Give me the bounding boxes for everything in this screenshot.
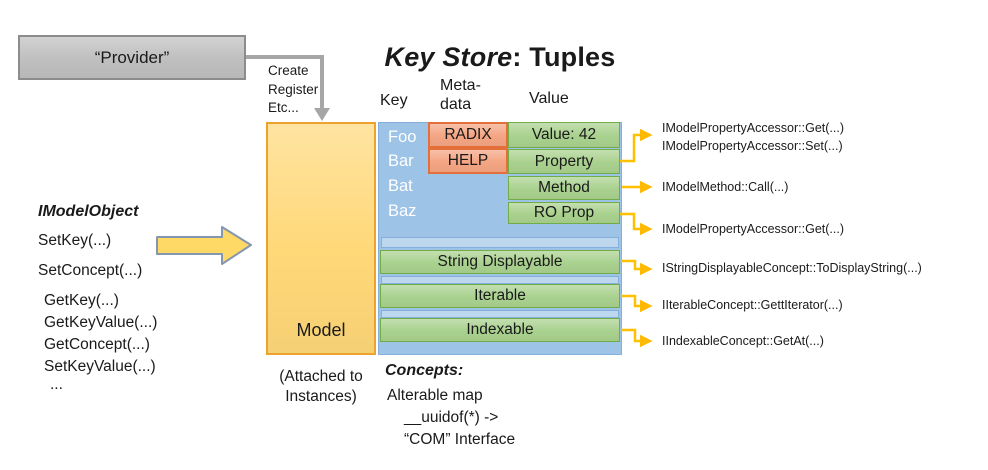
column-header-key: Key <box>380 92 408 109</box>
method-getconcept: GetConcept(...) <box>44 336 150 353</box>
key-row-bar: Bar <box>388 152 414 170</box>
store-divider-strip <box>381 276 619 284</box>
method-setkeyvalue: SetKeyValue(...) <box>44 358 156 375</box>
api-method-call: IModelMethod::Call(...) <box>662 180 789 194</box>
iterable-connector-arrow <box>621 294 653 313</box>
store-divider-strip <box>381 237 619 248</box>
page-title-rest: : Tuples <box>512 42 616 72</box>
page-title: Key Store: Tuples <box>360 42 640 73</box>
method-setkey: SetKey(...) <box>38 232 112 249</box>
concepts-heading: Concepts: <box>385 362 464 379</box>
column-header-metadata-line1: Meta- <box>440 77 481 94</box>
concept-bar-iterable: Iterable <box>380 284 620 308</box>
create-note-line: Etc... <box>268 100 299 115</box>
api-property-set: IModelPropertyAccessor::Set(...) <box>662 139 843 153</box>
concepts-line-uuidof: __uuidof(*) -> <box>404 409 499 426</box>
property-connector-arrow <box>620 128 653 163</box>
imodelobject-to-model-arrow-icon <box>156 226 252 265</box>
value-cell-ro-prop: RO Prop <box>508 202 620 224</box>
method-ellipsis: ... <box>50 376 63 393</box>
metadata-tag-help: HELP <box>428 148 508 174</box>
concept-bar-string-displayable: String Displayable <box>380 250 620 274</box>
api-indexable: IIndexableConcept::GetAt(...) <box>662 334 824 348</box>
create-register-note: Create Register Etc... <box>268 62 318 118</box>
model-box-title: Model <box>296 320 346 340</box>
concepts-line-com-interface: “COM” Interface <box>404 431 516 448</box>
api-ro-prop-get: IModelPropertyAccessor::Get(...) <box>662 222 845 236</box>
concepts-line-alterable-map: Alterable map <box>387 387 483 404</box>
create-note-line: Create <box>268 63 309 78</box>
column-header-metadata: Meta- data <box>440 76 481 114</box>
metadata-tag-radix: RADIX <box>428 122 508 148</box>
page-title-italic: Key Store <box>384 42 513 72</box>
method-setconcept: SetConcept(...) <box>38 262 143 279</box>
api-iterable: IIterableConcept::GettIterator(...) <box>662 298 843 312</box>
model-box-subtitle-line2: Instances) <box>285 387 357 405</box>
key-row-foo: Foo <box>388 128 417 146</box>
value-cell-value42: Value: 42 <box>508 122 620 148</box>
imodelobject-heading: IModelObject <box>38 203 139 220</box>
model-box-subtitle-line1: (Attached to <box>279 368 363 385</box>
api-property-get: IModelPropertyAccessor::Get(...) <box>662 121 845 135</box>
ro-prop-connector-arrow <box>620 212 653 236</box>
create-note-line: Register <box>268 81 319 97</box>
concept-bar-indexable: Indexable <box>380 318 620 342</box>
api-string-displayable: IStringDisplayableConcept::ToDisplayStri… <box>662 261 922 275</box>
value-cell-property: Property <box>508 149 620 174</box>
key-row-bat: Bat <box>388 177 413 195</box>
string-displayable-connector-arrow <box>621 259 653 276</box>
provider-box: “Provider” <box>18 35 246 80</box>
store-divider-strip <box>381 310 619 318</box>
indexable-connector-arrow <box>621 328 653 348</box>
column-header-metadata-line2: data <box>440 96 472 113</box>
model-box: Model (Attached to Instances) <box>266 122 376 405</box>
key-row-baz: Baz <box>388 202 417 220</box>
method-getkey: GetKey(...) <box>44 292 119 309</box>
model-box-subtitle: (Attached to Instances) <box>268 367 374 406</box>
value-cell-method: Method <box>508 176 620 200</box>
column-header-value: Value <box>529 90 569 107</box>
provider-label: “Provider” <box>94 47 170 67</box>
method-getkeyvalue: GetKeyValue(...) <box>44 314 158 331</box>
